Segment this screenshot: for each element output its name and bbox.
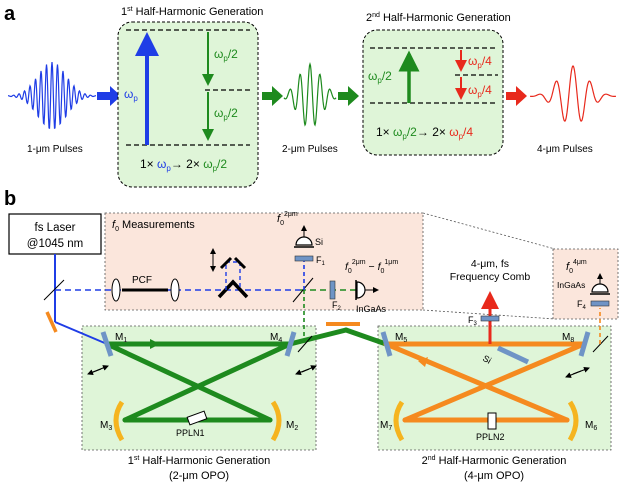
arrow-to-stage2	[338, 86, 359, 106]
crystal-ppln2	[487, 412, 497, 430]
filter-f4-label: F4	[577, 299, 587, 311]
mirror-m4	[284, 331, 297, 357]
filter-f3	[480, 315, 500, 322]
crystal-ppln1	[186, 410, 208, 426]
green-out-splitter	[297, 335, 313, 353]
blue-beam-to-opo	[54, 321, 108, 345]
ingaas-detector-1	[356, 281, 366, 299]
pcf-label: PCF	[132, 275, 152, 286]
lens-2	[170, 278, 180, 302]
m1-adjust-2	[87, 368, 102, 376]
panel-b-label: b	[4, 188, 16, 210]
laser-line-2: @1045 nm	[27, 238, 83, 250]
out-label-2: ωp/4	[468, 83, 492, 99]
comb-label-2: Frequency Comb	[450, 271, 531, 283]
m5-label: M5	[395, 332, 407, 344]
mirror-m8	[578, 331, 591, 357]
m7-label: M7	[380, 420, 392, 432]
arrow-stage1-out	[262, 86, 283, 106]
pulse-label-2um: 2-μm Pulses	[282, 144, 338, 155]
stage2-box: 2nd Half-Harmonic Generation ωp/2 ωp/4 ω…	[362, 12, 511, 156]
delay-roof-2	[233, 256, 247, 270]
opo1-caption-line-2: (2-μm OPO)	[169, 470, 229, 482]
opo2-cavity	[383, 341, 587, 423]
mirror-m7	[393, 400, 405, 442]
pulse-label-1um: 1-μm Pulses	[27, 144, 83, 155]
filter-f1-label: F1	[316, 255, 326, 267]
mirror-m5	[380, 331, 393, 357]
f0-diff-label: f02μm − f01μm	[345, 259, 398, 275]
ppln1-label: PPLN1	[176, 428, 205, 438]
ingaas-label-2: InGaAs	[557, 280, 585, 290]
filter-f1	[294, 255, 314, 262]
measurement-box-4um	[552, 248, 619, 320]
measurements-title: f0 Measurements	[112, 219, 195, 233]
delay-roof-1	[219, 256, 233, 270]
pulse-label-4um: 4-μm Pulses	[537, 144, 593, 155]
laser-line-1: fs Laser	[35, 222, 76, 234]
panel-a-label: a	[4, 3, 16, 25]
mirror-m3	[113, 400, 125, 442]
filter-f4	[590, 300, 610, 307]
ingaas-detector-2	[591, 283, 609, 293]
m8-label: M8	[562, 332, 574, 344]
opo2-direction-arrow	[418, 357, 428, 367]
half-label-1: ωp/2	[214, 47, 238, 63]
pulse-2um-waveform	[283, 61, 337, 127]
m2-label: M2	[286, 420, 298, 432]
stage1-equation: 1× ωp→ 2× ωp/2	[140, 157, 227, 173]
stage1-box: 1st Half-Harmonic Generation ωp ωp/2 ωp/…	[117, 6, 263, 188]
lens-1	[111, 278, 121, 302]
filter-f2-label: F2	[332, 300, 342, 312]
delay-stage	[217, 279, 249, 299]
opo1-direction-arrow	[150, 339, 160, 349]
arrow-to-stage1	[97, 86, 121, 106]
opo2-caption-line-1: 2nd Half-Harmonic Generation	[422, 455, 567, 467]
half-label-2: ωp/2	[214, 106, 238, 122]
in-label: ωp/2	[368, 69, 392, 85]
ingaas-label-1: InGaAs	[356, 304, 387, 314]
filter-f3-label: F3	[468, 315, 478, 327]
pulse-4um-waveform	[530, 65, 616, 122]
ppln2-label: PPLN2	[476, 432, 505, 442]
m3-label: M3	[100, 420, 112, 432]
mirror-m1	[100, 331, 114, 357]
beam-splitter-1	[43, 279, 65, 301]
measurement-box	[104, 212, 424, 311]
stage2-title: 2nd Half-Harmonic Generation	[366, 12, 511, 24]
pump-label: ωp	[124, 87, 138, 103]
delay-loop	[225, 261, 241, 290]
arrow-stage2-out	[506, 86, 527, 106]
stage1-title: 1st Half-Harmonic Generation	[121, 6, 263, 18]
f0-2um-label: f02μm	[277, 211, 298, 227]
m8-adjust-2	[565, 370, 582, 378]
si-detector-1	[295, 236, 313, 246]
beam-splitter-2	[292, 277, 314, 303]
filter-f2	[329, 280, 336, 300]
si-plate	[496, 345, 530, 365]
pulse-1um-waveform	[8, 61, 96, 129]
m6-label: M6	[585, 420, 597, 432]
mirror-m6	[567, 400, 579, 442]
fs-laser: fs Laser @1045 nm	[8, 213, 102, 255]
dotted-connector-1	[422, 212, 556, 250]
si-plate-label: Si	[481, 353, 493, 366]
m4-adjust-2	[295, 368, 310, 376]
m4-label: M4	[270, 332, 282, 344]
m1-label: M1	[115, 332, 127, 344]
comb-label-1: 4-μm, fs	[471, 258, 509, 270]
steering-mirror-orange	[45, 311, 58, 333]
mirror-m2	[270, 400, 282, 442]
opo2-caption-line-2: (4-μm OPO)	[464, 470, 524, 482]
si-label-1: Si	[315, 237, 323, 247]
out-label-1: ωp/4	[468, 54, 492, 70]
opo1-caption-line-1: 1st Half-Harmonic Generation	[128, 455, 270, 467]
stage2-equation: 1× ωp/2→ 2× ωp/4	[376, 125, 473, 141]
f0-4um-label: f04μm	[566, 259, 587, 275]
